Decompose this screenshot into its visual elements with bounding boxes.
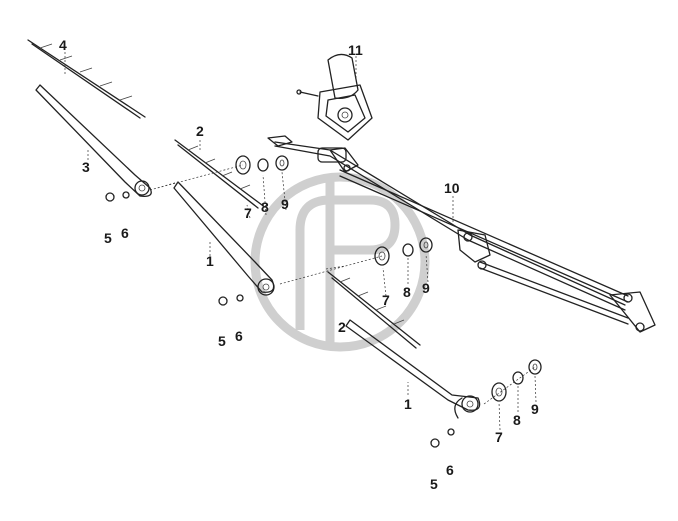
hardware-group-lower [430,359,542,448]
wiper-arm-lower [345,319,481,419]
callout-9-lower: 9 [531,401,539,417]
hardware-group-top [105,155,289,202]
callout-8-mid: 8 [403,284,411,300]
callout-4: 4 [59,37,67,53]
wiper-blade-center [174,139,263,209]
callout-5-top: 5 [104,230,112,246]
wiper-arm-upper-left [35,84,152,197]
wiper-blade-lower [327,271,421,349]
callout-5-lower: 5 [430,476,438,492]
callout-5-mid: 5 [218,333,226,349]
callout-9-top: 9 [281,196,289,212]
callout-6-lower: 6 [446,462,454,478]
linkage-assembly [267,135,656,333]
callout-6-top: 6 [121,225,129,241]
wiper-blade-upper-left [27,39,146,119]
callout-2-lower: 2 [338,319,346,335]
callout-7-mid: 7 [382,292,390,308]
callout-7-lower: 7 [495,429,503,445]
callout-3: 3 [82,159,90,175]
hardware-group-middle [218,237,433,306]
callout-labels: 4 11 2 3 10 7 8 9 5 6 1 7 8 9 2 5 6 1 9 … [59,37,539,492]
callout-8-lower: 8 [513,412,521,428]
wiper-motor [296,53,373,141]
callout-7-top: 7 [244,205,252,221]
wiper-arm-center [173,181,275,296]
callout-1-center: 1 [206,253,214,269]
callout-8-top: 8 [261,199,269,215]
callout-9-mid: 9 [422,280,430,296]
leader-lines [64,52,537,431]
callout-11: 11 [348,42,363,58]
callout-6-mid: 6 [235,328,243,344]
callout-10: 10 [444,180,460,196]
callout-2-top: 2 [196,123,204,139]
callout-1-lower: 1 [404,396,412,412]
